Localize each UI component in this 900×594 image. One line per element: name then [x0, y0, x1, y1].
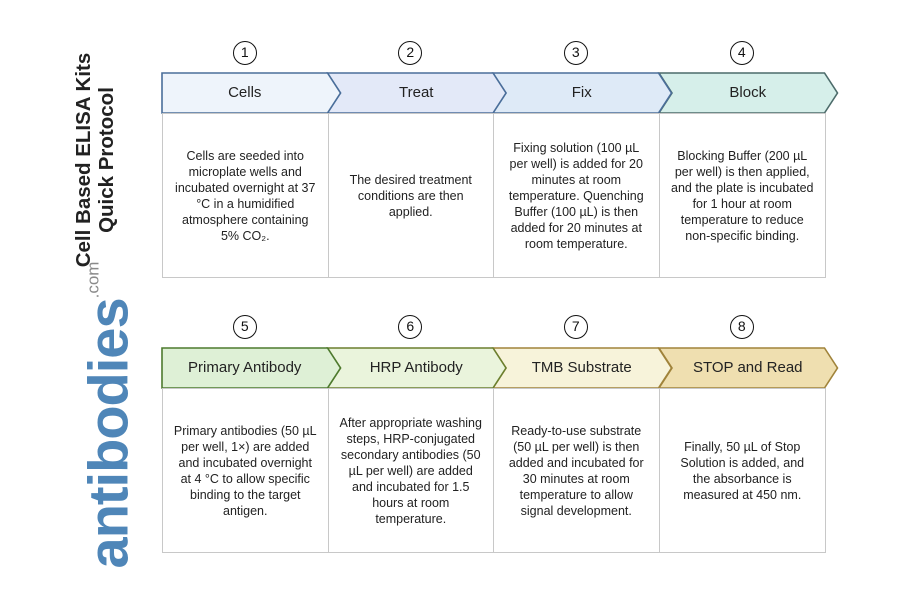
step-label: Cells: [228, 84, 262, 101]
step-description: Finally, 50 µL of Stop Solution is added…: [680, 439, 805, 502]
step-description-box: After appropriate washing steps, HRP-con…: [327, 388, 494, 553]
step-number-3: 3: [563, 41, 588, 65]
step-number-6: 6: [398, 315, 423, 339]
step-number-2: 2: [398, 41, 423, 65]
step-description-box: Finally, 50 µL of Stop Solution is added…: [659, 388, 826, 553]
step-number-8: 8: [729, 315, 754, 339]
step-label: Treat: [399, 84, 434, 101]
step-description: After appropriate washing steps, HRP-con…: [339, 415, 482, 526]
step-description-box: Blocking Buffer (200 µL per well) is the…: [659, 113, 826, 278]
step-label: Fix: [571, 84, 592, 101]
step-label: Primary Antibody: [188, 359, 302, 376]
step-description: Blocking Buffer (200 µL per well) is the…: [671, 148, 814, 243]
step-description-box: Ready-to-use substrate (50 µL per well) …: [493, 388, 660, 553]
step-description-box: Primary antibodies (50 µL per well, 1×) …: [162, 388, 329, 553]
step-description: Primary antibodies (50 µL per well, 1×) …: [173, 423, 317, 518]
step-description: The desired treatment conditions are the…: [349, 172, 472, 219]
step-label: HRP Antibody: [369, 359, 463, 376]
step-label: Block: [729, 84, 767, 101]
step-label: STOP and Read: [692, 359, 803, 376]
step-label: TMB Substrate: [531, 359, 632, 376]
step-description-box: The desired treatment conditions are the…: [327, 113, 494, 278]
step-number-7: 7: [563, 315, 588, 339]
step-number-1: 1: [232, 41, 257, 65]
step-arrow-5: [161, 347, 342, 389]
step-description-box: Cells are seeded into microplate wells a…: [162, 113, 329, 278]
step-description: Fixing solution (100 µL per well) is add…: [508, 140, 644, 251]
step-number-5: 5: [232, 315, 257, 339]
step-number-4: 4: [729, 41, 754, 65]
step-description: Cells are seeded into microplate wells a…: [175, 148, 316, 243]
step-description-box: Fixing solution (100 µL per well) is add…: [493, 113, 660, 278]
step-description: Ready-to-use substrate (50 µL per well) …: [508, 423, 644, 518]
step-arrow-1: [161, 72, 342, 114]
